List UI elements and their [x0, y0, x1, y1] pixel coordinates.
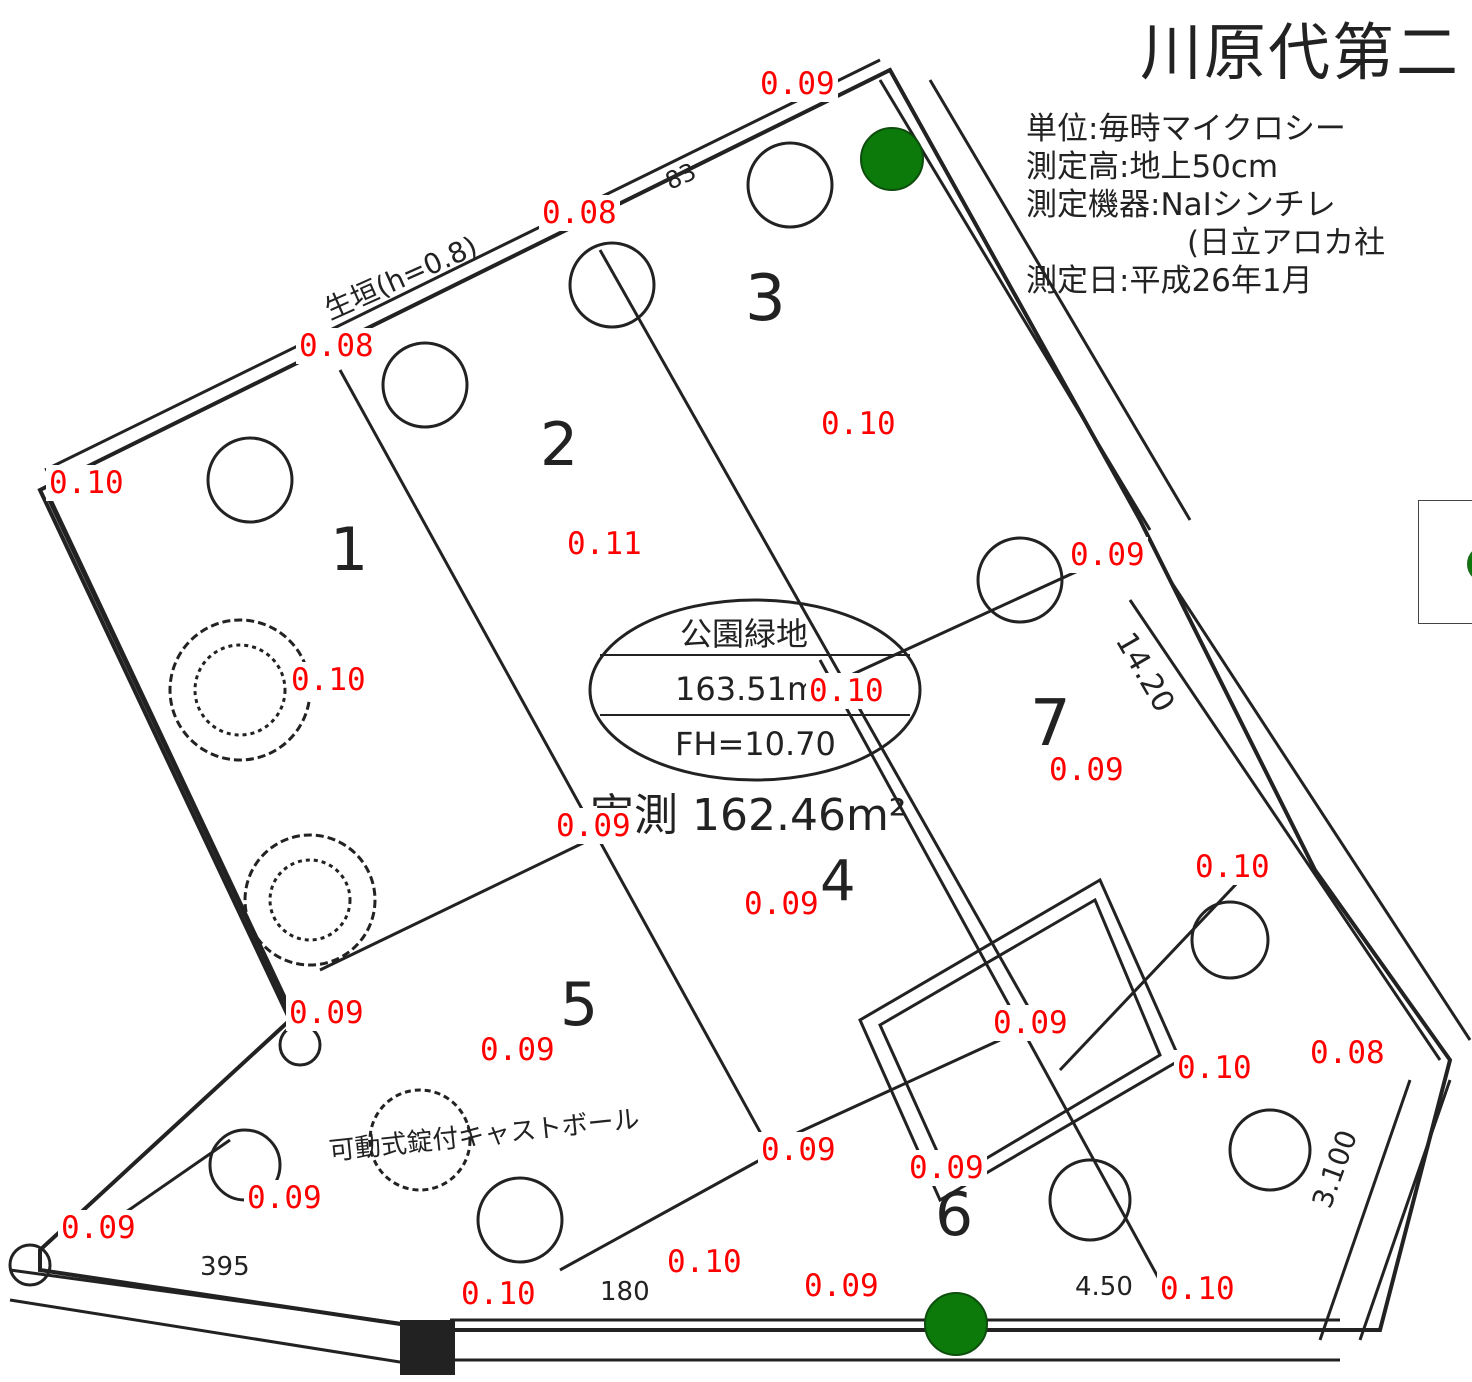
- park-label: 公園緑地: [680, 615, 808, 653]
- reading-bottom-left-inner: 0.09: [244, 1180, 325, 1216]
- reading-upper-left-1: 0.08: [539, 195, 620, 231]
- date-text: 測定日:平成26年1月: [1026, 263, 1313, 299]
- device-text: 測定機器:NaIシンチレ: [1026, 187, 1336, 223]
- reading-zone-5: 0.09: [477, 1032, 558, 1068]
- reading-right-edge: 0.08: [1307, 1035, 1388, 1071]
- dim-100-label: 3.100: [1306, 1126, 1364, 1213]
- zone-number-7: 7: [1030, 687, 1071, 761]
- zone-number-6: 6: [935, 1180, 973, 1250]
- reading-mid-left: 0.09: [553, 808, 634, 844]
- trees: [8, 141, 1312, 1287]
- area-label: 163.51m: [675, 670, 818, 708]
- reading-bottom-mid: 0.10: [664, 1244, 745, 1280]
- reading-zone-2: 0.11: [564, 526, 645, 562]
- reading-right-mid: 0.10: [1192, 849, 1273, 885]
- measurement-marker-bottom: [924, 1292, 988, 1356]
- reading-left-lower: 0.09: [286, 995, 367, 1031]
- reading-bottom-left-edge: 0.10: [458, 1276, 539, 1312]
- dim-450-label: 4.50: [1075, 1272, 1133, 1302]
- bottom-fence: [9, 1268, 1340, 1372]
- reading-right-upper: 0.09: [1067, 537, 1148, 573]
- reading-bottom-right-edge: 0.10: [1157, 1271, 1238, 1307]
- zone-dividers: [99, 249, 1242, 1291]
- reading-inner-right: 0.09: [990, 1005, 1071, 1041]
- reading-center: 0.10: [806, 673, 887, 709]
- reading-bottom-right-inner: 0.09: [906, 1150, 987, 1186]
- reading-upper-left-2: 0.08: [296, 328, 377, 364]
- reading-left-tree: 0.10: [288, 662, 369, 698]
- shrubs: [168, 618, 472, 1192]
- legend-box: [1418, 500, 1472, 624]
- left-boundary: [47, 498, 293, 1012]
- page-title: 川原代第二: [1140, 16, 1461, 89]
- height-text: 測定高:地上50cm: [1026, 149, 1279, 185]
- lot-area-label: 実測 162.46m²: [590, 790, 906, 841]
- measurement-marker-top: [860, 127, 924, 191]
- gate-post: [400, 1320, 455, 1375]
- hedge-line: [44, 58, 881, 472]
- reading-zone-3: 0.10: [818, 406, 899, 442]
- fh-label: FH=10.70: [675, 725, 836, 763]
- zone-number-5: 5: [560, 970, 598, 1040]
- dim-180-label: 180: [600, 1277, 650, 1307]
- right-fence: [878, 79, 1472, 1341]
- zone-number-4: 4: [820, 849, 856, 914]
- reading-zone-4: 0.09: [741, 886, 822, 922]
- reading-zone-7: 0.09: [1046, 752, 1127, 788]
- reading-top: 0.09: [757, 66, 838, 102]
- unit-text: 単位:毎時マイクロシー: [1026, 111, 1346, 147]
- dim-14-label: 14.20: [1108, 627, 1181, 719]
- park-ellipse: [588, 598, 922, 782]
- zone-number-1: 1: [330, 515, 368, 585]
- zone-number-2: 2: [540, 410, 578, 480]
- reading-right-lower: 0.10: [1174, 1050, 1255, 1086]
- device-maker-text: (日立アロカ社: [1156, 225, 1386, 261]
- dim-395-label: 395: [200, 1252, 250, 1282]
- zone-number-3: 3: [745, 262, 786, 336]
- fence-label: 可動式錠付キャストボール: [328, 1105, 641, 1167]
- reading-bottom-left-corner: 0.09: [58, 1210, 139, 1246]
- measurement-info: 単位:毎時マイクロシー 測定高:地上50cm 測定機器:NaIシンチレ (日立ア…: [1026, 110, 1385, 300]
- reading-bottom-center: 0.09: [758, 1132, 839, 1168]
- reading-left-corner: 0.10: [46, 465, 127, 501]
- reading-bottom-center-edge: 0.09: [801, 1268, 882, 1304]
- legend-marker-icon: [1467, 545, 1472, 583]
- property-boundary: [37, 67, 1453, 1332]
